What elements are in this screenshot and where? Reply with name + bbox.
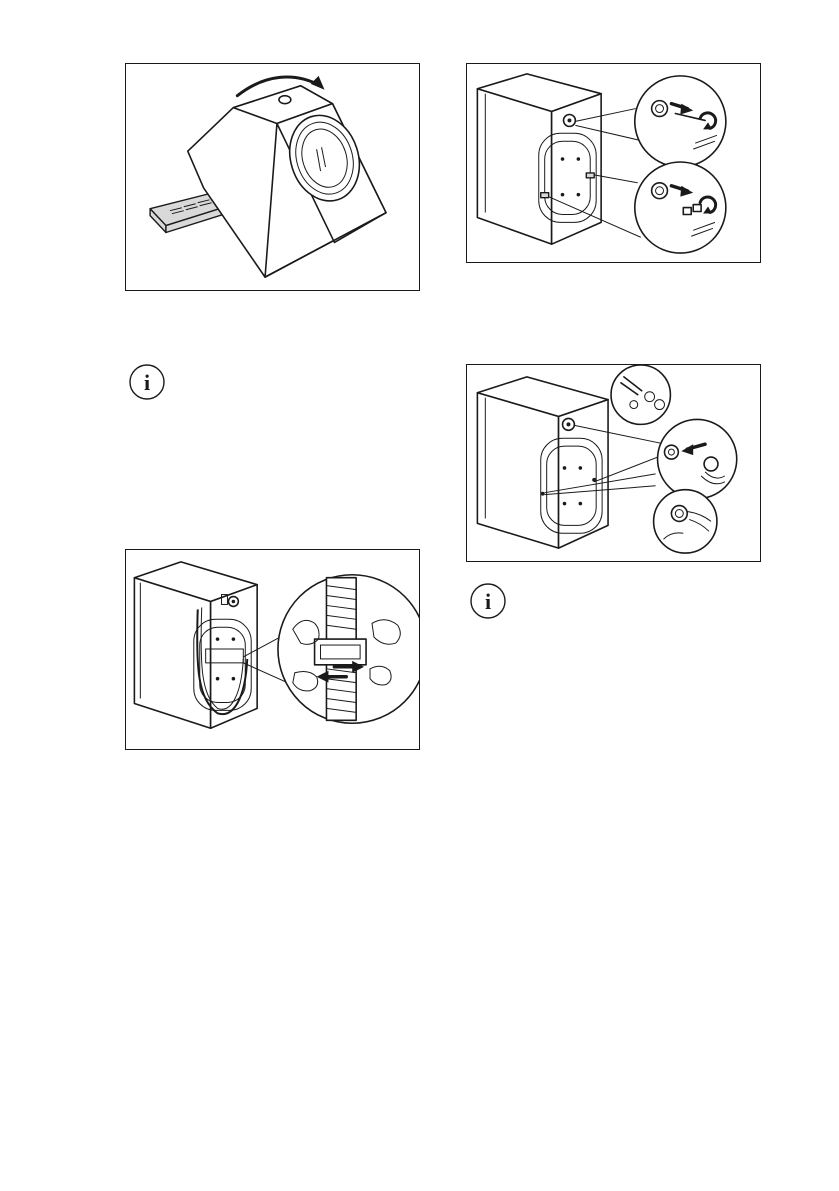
- figure-remove-transit-bolts: [466, 63, 761, 263]
- info-icon: i: [127, 362, 167, 402]
- info-icon: i: [468, 581, 508, 621]
- figure-tilt-machine: [125, 63, 420, 291]
- washing-machine-tilt-icon: [126, 64, 419, 290]
- info-glyph: i: [485, 589, 491, 614]
- info-glyph: i: [144, 370, 150, 395]
- hose-clip-release-icon: [126, 550, 419, 749]
- transit-bolt-removal-icon: [467, 64, 760, 262]
- figure-insert-plastic-caps: [466, 364, 761, 562]
- figure-release-hose-clip: [125, 549, 420, 750]
- plastic-cap-insert-icon: [467, 365, 760, 561]
